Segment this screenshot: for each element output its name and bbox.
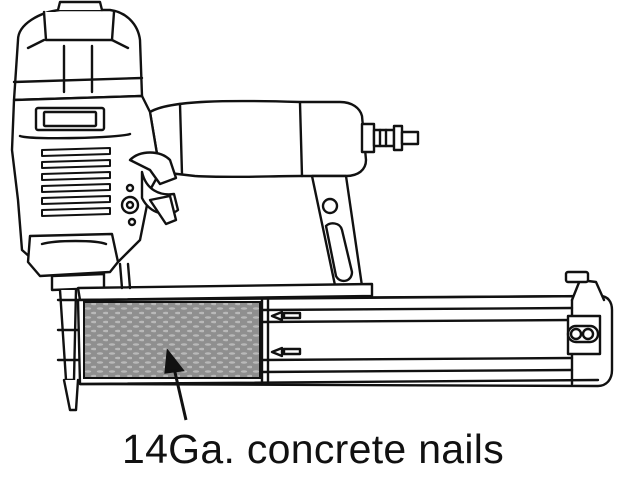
handle: [148, 99, 368, 179]
callout-arrow: [164, 348, 188, 421]
callout-label: 14Ga. concrete nails: [121, 426, 505, 472]
nose: [26, 232, 120, 412]
motor-cap: [12, 0, 144, 102]
head-body: [10, 94, 162, 268]
magazine-rail: [76, 262, 374, 302]
trigger: [120, 151, 180, 227]
air-fitting: [360, 122, 420, 154]
grille: [41, 147, 111, 217]
rear-strut: [310, 174, 364, 292]
